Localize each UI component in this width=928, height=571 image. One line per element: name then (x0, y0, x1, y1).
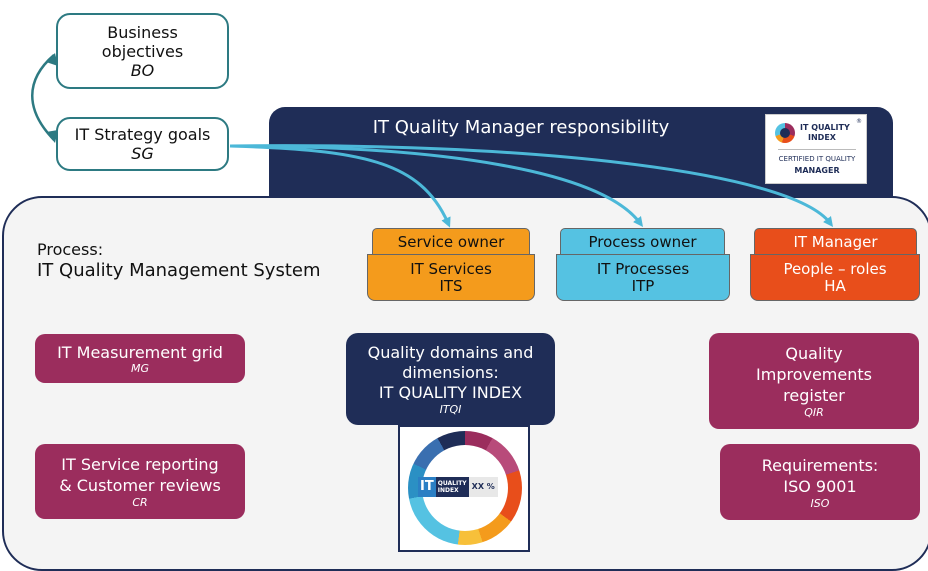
people-roles-line2: HA (824, 276, 846, 295)
improvements-register-box: Quality Improvements register QIR (709, 333, 919, 429)
itqi-word1: QUALITY (437, 480, 467, 487)
process-owner-tab: Process owner (560, 228, 725, 255)
itqi-logo-frame: IT QUALITY INDEX XX % (398, 425, 530, 552)
improvements-abbr: QIR (804, 406, 824, 419)
itqi-center-label: IT QUALITY INDEX XX % (418, 477, 512, 497)
domains-line3: IT QUALITY INDEX (378, 382, 523, 402)
arrow-to-service-owner (229, 144, 451, 228)
improvements-line3: register (783, 386, 845, 405)
it-manager-tab: IT Manager (754, 228, 917, 255)
badge-cert-line2: MANAGER (794, 166, 840, 175)
it-processes-card: IT Processes ITP (556, 254, 730, 301)
itqi-word2: INDEX (437, 487, 459, 494)
reporting-line1: IT Service reporting (61, 455, 219, 474)
improvements-line1: Quality (785, 344, 843, 363)
it-services-card: IT Services ITS (367, 254, 535, 301)
strategy-goals-box: IT Strategy goals SG (56, 117, 229, 171)
badge-cert-line1: CERTIFIED IT QUALITY (778, 155, 856, 163)
objectives-abbr: BO (130, 60, 155, 80)
measurement-title: IT Measurement grid (57, 342, 223, 362)
it-processes-line2: ITP (631, 276, 655, 295)
badge-divider (778, 149, 856, 150)
arrow-to-it-manager (229, 144, 834, 227)
service-reporting-box: IT Service reporting & Customer reviews … (35, 444, 245, 519)
process-line1: Process: (37, 240, 104, 259)
process-line2: IT Quality Management System (37, 260, 321, 281)
banner-title: IT Quality Manager responsibility (372, 117, 670, 138)
business-objectives-box: Business objectives BO (56, 13, 229, 89)
reporting-line2: & Customer reviews (59, 476, 221, 495)
people-roles-card: People – roles HA (750, 254, 920, 301)
service-owner-label: Service owner (397, 232, 505, 251)
people-roles-line1: People – roles (783, 259, 887, 278)
domains-line1: Quality domains and (367, 342, 534, 362)
it-processes-line1: IT Processes (596, 259, 690, 278)
requirements-abbr: ISO (810, 496, 830, 510)
domains-abbr: ITQI (439, 402, 462, 416)
badge-title-line1: IT QUALITY (800, 123, 850, 132)
objectives-strategy-arrow (31, 54, 55, 141)
measurement-grid-box: IT Measurement grid MG (35, 334, 245, 383)
requirements-line2: ISO 9001 (783, 476, 857, 496)
itqi-it-letters: IT (418, 477, 436, 497)
quality-domains-box: Quality domains and dimensions: IT QUALI… (346, 333, 555, 425)
it-services-line1: IT Services (410, 259, 492, 278)
improvements-line2: Improvements (756, 365, 872, 384)
strategy-title: IT Strategy goals (74, 125, 211, 144)
badge-registered: ® (856, 118, 862, 125)
measurement-abbr: MG (130, 361, 149, 375)
itqi-value: XX % (468, 477, 498, 497)
requirements-line1: Requirements: (761, 455, 879, 475)
arrow-to-process-owner (229, 144, 644, 227)
domains-line2: dimensions: (402, 362, 499, 382)
service-owner-tab: Service owner (372, 228, 530, 255)
badge-title-line2: INDEX (808, 133, 836, 142)
objectives-line2: objectives (101, 41, 184, 61)
process-label: Process: IT Quality Management System (37, 240, 320, 282)
requirements-box: Requirements: ISO 9001 ISO (720, 444, 920, 520)
process-owner-label: Process owner (588, 232, 697, 251)
badge-logo-icon (775, 123, 795, 143)
it-services-line2: ITS (439, 276, 463, 295)
certified-manager-badge: IT QUALITY INDEX ® CERTIFIED IT QUALITY … (765, 114, 867, 184)
reporting-abbr: CR (132, 496, 148, 509)
strategy-abbr: SG (131, 144, 154, 163)
it-manager-label: IT Manager (793, 232, 878, 251)
objectives-line1: Business (107, 22, 178, 42)
